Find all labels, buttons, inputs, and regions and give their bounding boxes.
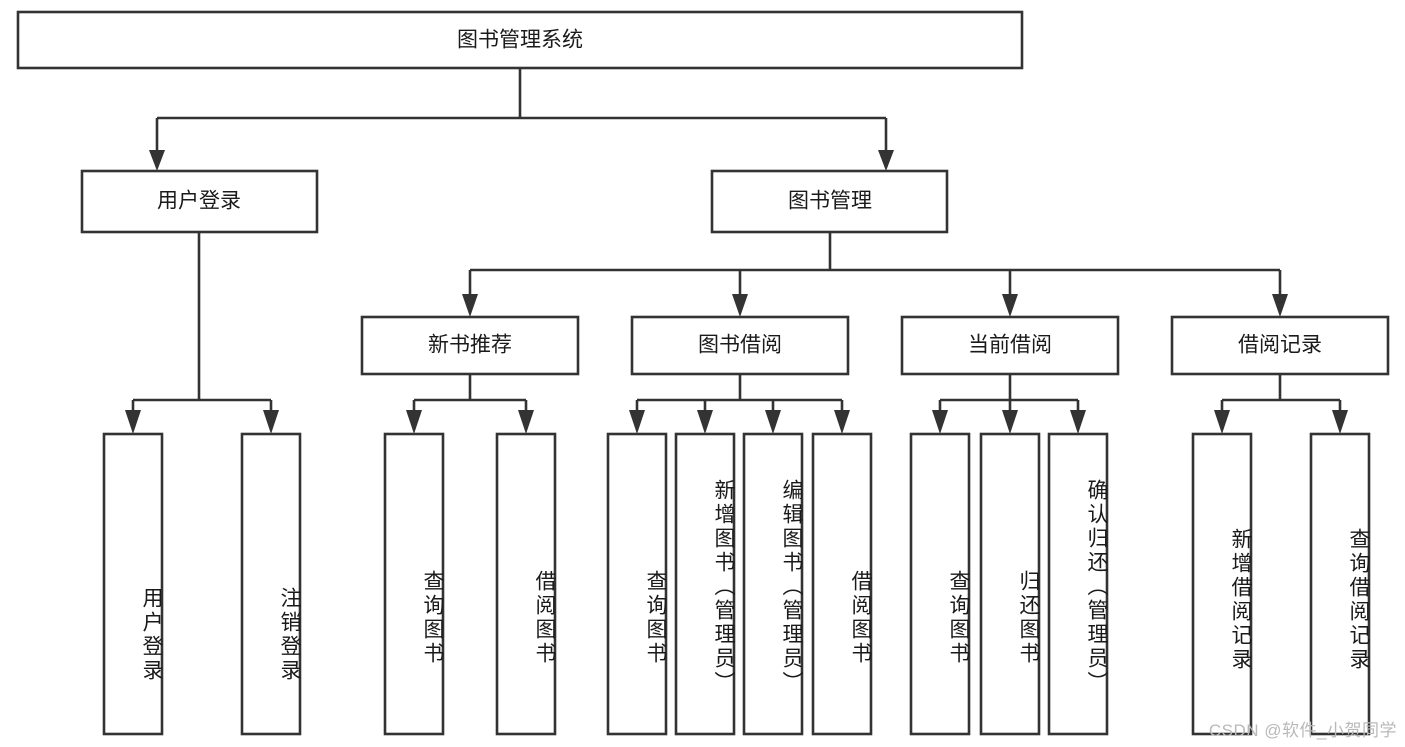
node-book-borrow-box[interactable] — [630, 315, 850, 376]
node-layer: 图书管理系统 用户登录 图书管理 新书推荐 图书借阅 当前借阅 借阅记录 — [16, 10, 1390, 736]
node-root-box[interactable] — [16, 10, 1024, 70]
node-leaf-confirm-return-box[interactable] — [1047, 432, 1109, 736]
arrow-to-user-login — [149, 150, 165, 171]
node-leaf-query-book-3-box[interactable] — [909, 432, 971, 736]
arrow-to-current-borrow — [1002, 294, 1018, 317]
arrow-leaf-edit-book — [765, 410, 781, 434]
arrow-leaf-return-book — [1002, 410, 1018, 434]
node-current-borrow-label: 当前借阅 — [968, 334, 1052, 357]
node-new-book-recommend-box[interactable] — [360, 315, 580, 376]
node-leaf-logout-login-box[interactable] — [240, 432, 302, 736]
arrow-leaf-query-book-1 — [406, 410, 422, 434]
node-leaf-query-book-2-box[interactable] — [606, 432, 668, 736]
arrow-leaf-borrow-book-1 — [518, 410, 534, 434]
arrow-to-book-borrow — [732, 294, 748, 317]
node-book-manage-box[interactable] — [710, 169, 949, 234]
arrow-leaf-borrow-book-2 — [834, 410, 850, 434]
arrow-leaf-add-record — [1214, 410, 1230, 434]
arrow-leaf-query-book-3 — [932, 410, 948, 434]
connector-layer — [125, 68, 1348, 434]
node-new-book-recommend-label: 新书推荐 — [428, 334, 512, 357]
node-leaf-query-book-1-box[interactable] — [383, 432, 445, 736]
arrow-leaf-add-book — [697, 410, 713, 434]
arrow-leaf-confirm-return — [1070, 410, 1086, 434]
node-leaf-borrow-book-1-box[interactable] — [495, 432, 557, 736]
arrow-leaf-logout-login — [263, 410, 279, 434]
node-borrow-record-label: 借阅记录 — [1238, 334, 1322, 357]
arrow-to-borrow-record — [1272, 294, 1288, 317]
arrow-leaf-query-book-2 — [629, 410, 645, 434]
arrow-leaf-user-login — [125, 410, 141, 434]
node-user-login-label: 用户登录 — [157, 190, 241, 213]
arrow-to-new-book-recommend — [462, 294, 478, 317]
node-leaf-borrow-book-2-box[interactable] — [811, 432, 873, 736]
node-leaf-return-book-box[interactable] — [979, 432, 1041, 736]
node-borrow-record-box[interactable] — [1170, 315, 1390, 376]
node-root-label: 图书管理系统 — [457, 29, 583, 52]
node-book-manage-label: 图书管理 — [788, 190, 872, 213]
arrow-leaf-query-record — [1332, 410, 1348, 434]
node-leaf-query-record-box[interactable] — [1309, 432, 1371, 736]
node-leaf-user-login-box[interactable] — [102, 432, 164, 736]
node-leaf-add-book-box[interactable] — [674, 432, 736, 736]
node-current-borrow-box[interactable] — [900, 315, 1120, 376]
node-leaf-add-record-box[interactable] — [1191, 432, 1253, 736]
node-leaf-edit-book-box[interactable] — [742, 432, 804, 736]
watermark-text: CSDN @软件_小贺同学 — [1208, 721, 1397, 740]
node-user-login-box[interactable] — [80, 169, 319, 234]
arrow-to-book-manage — [878, 150, 894, 171]
node-book-borrow-label: 图书借阅 — [698, 334, 782, 357]
